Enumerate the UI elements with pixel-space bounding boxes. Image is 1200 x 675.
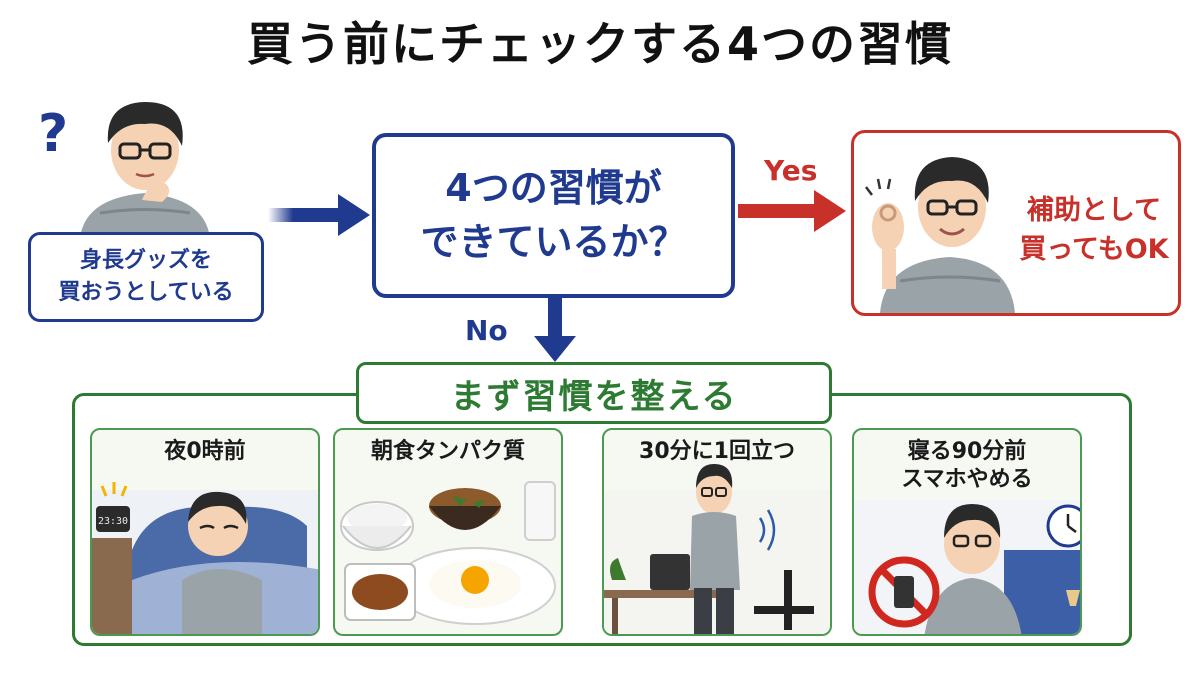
habit-card-stand-up: 30分に1回立つ xyxy=(602,428,832,636)
no-phone-person-icon xyxy=(854,500,1080,634)
yes-label: Yes xyxy=(764,154,818,187)
habit-title-line-2: スマホやめる xyxy=(901,466,1033,492)
habit-title: 30分に1回立つ xyxy=(639,439,795,464)
yes-result-text: 補助として 買ってもOK xyxy=(1014,191,1174,269)
habit-title-line-1: 寝る90分前 xyxy=(907,439,1027,464)
arrow-start-to-question xyxy=(268,194,370,236)
habit-title: 夜0時前 xyxy=(164,439,246,464)
breakfast-icon xyxy=(340,481,556,625)
no-label: No xyxy=(465,314,508,347)
yes-result-box: 補助として 買ってもOK xyxy=(851,130,1181,316)
yes-result-line-2: 買ってもOK xyxy=(1019,234,1169,266)
habit-card-protein-breakfast: 朝食タンパク質 xyxy=(333,428,563,636)
habit-card-no-phone: 寝る90分前 スマホやめる xyxy=(852,428,1082,636)
question-line-1: 4つの習慣が xyxy=(445,166,662,211)
clock-text: 23:30 xyxy=(98,516,128,527)
yes-result-line-1: 補助として xyxy=(1026,195,1162,226)
question-mark-icon: ? xyxy=(38,104,69,164)
wall-clock-icon xyxy=(1046,504,1080,548)
page-title: 買う前にチェックする4つの習慣 xyxy=(246,17,953,71)
start-line-1: 身長グッズを xyxy=(79,248,212,274)
thinking-person-icon xyxy=(80,102,210,238)
start-line-2: 買おうとしている xyxy=(58,280,234,305)
start-box: 身長グッズを 買おうとしている xyxy=(28,232,264,322)
arrow-question-to-yes xyxy=(738,190,846,232)
arrow-question-to-habits xyxy=(534,298,576,362)
question-box: 4つの習慣が できているか？ xyxy=(372,133,735,298)
clock-icon xyxy=(96,506,130,532)
ok-gesture-person-icon xyxy=(865,157,1015,313)
habit-title: 朝食タンパク質 xyxy=(370,439,525,464)
question-line-2: できているか？ xyxy=(420,219,687,264)
standing-person-icon xyxy=(604,464,830,634)
sleeping-person-icon: 23:30 xyxy=(92,482,318,634)
habit-card-sleep-early: 夜0時前 23:30 xyxy=(90,428,320,636)
habits-title: まず習慣を整える xyxy=(356,362,832,424)
habit-title: 寝る90分前 スマホやめる xyxy=(854,438,1080,493)
title-wrap: 買う前にチェックする4つの習慣 xyxy=(0,8,1200,80)
